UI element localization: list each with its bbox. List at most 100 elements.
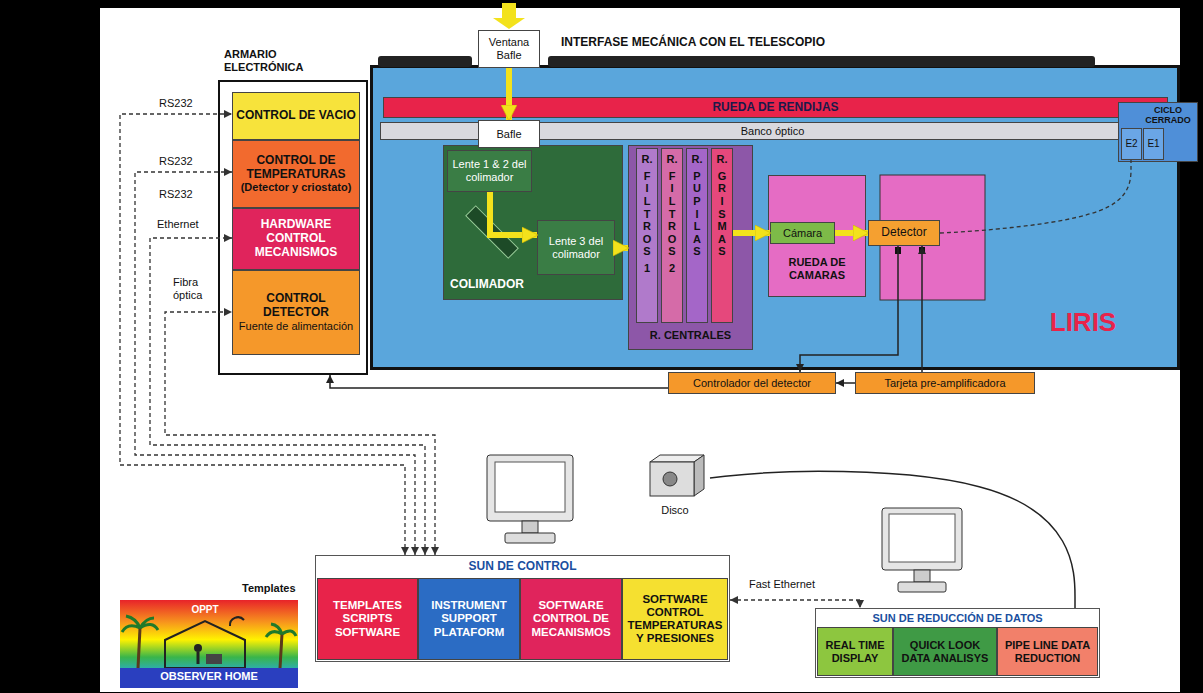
- column-letter: R: [662, 220, 682, 233]
- node-label: QUICK LOOK DATA ANALISYS: [894, 639, 996, 664]
- software-box: QUICK LOOK DATA ANALISYS: [893, 627, 997, 676]
- light-path-arrow: [835, 230, 868, 236]
- node-label: SUN DE CONTROL: [316, 560, 729, 574]
- column-letter: [712, 166, 732, 170]
- disk-node: Disco: [640, 455, 710, 517]
- column-letter: O: [662, 233, 682, 246]
- column-letter: L: [637, 195, 657, 208]
- node-label: RUEDA DE RENDIJAS: [710, 101, 840, 115]
- signal-link: [730, 600, 860, 608]
- column-letter: T: [637, 208, 657, 221]
- signal-link: [120, 114, 405, 555]
- edge-label: Fast Ethernet: [748, 578, 816, 591]
- node-label: OPPT: [180, 604, 230, 616]
- node-label: REAL TIME DISPLAY: [818, 639, 892, 664]
- software-box: SOFTWARE CONTROL TEMPERATURAS Y PRESIONE…: [622, 578, 728, 660]
- palm-leaves: [122, 616, 158, 632]
- node-label: CONTROL DETECTOR: [233, 292, 359, 320]
- interface-label: INTERFASE MECÁNICA CON EL TELESCOPIO: [560, 36, 826, 50]
- column-letter: A: [687, 233, 707, 246]
- monitor-case: [882, 508, 962, 570]
- light-beam-arrow: [493, 3, 525, 29]
- palm-leaves: [266, 624, 296, 637]
- node-label: R. PUPILAS: [687, 153, 707, 258]
- cable-link: [800, 246, 898, 372]
- monitor-stand: [522, 521, 538, 533]
- wheel-column: R. GRISMAS: [711, 148, 733, 323]
- column-letter: S: [687, 245, 707, 258]
- node-label: TEMPLATES SCRIPTS SOFTWARE: [318, 599, 417, 639]
- disk-side: [694, 455, 704, 496]
- node-label: R. CENTRALES: [629, 329, 752, 342]
- cable-link: [710, 471, 1075, 608]
- cabinet-box: ARMARIO ELECTRÓNICACONTROL DE VACIOCONTR…: [218, 80, 368, 375]
- collimator-mirror: [466, 206, 518, 258]
- node-label: Cámara: [781, 227, 824, 240]
- column-letter: S: [712, 245, 732, 258]
- instrument-box: LIRISRUEDA DE RENDIJASBafleBanco ópticoC…: [370, 65, 1180, 370]
- name-band: [120, 668, 298, 688]
- observer-home-picture: [120, 600, 298, 688]
- column-letter: P: [687, 195, 707, 208]
- cable-link: [921, 246, 923, 372]
- column-letter: R: [712, 182, 732, 195]
- software-box: SOFTWARE CONTROL DE MECANISMOS: [520, 578, 622, 660]
- beam-shaft: [502, 3, 516, 19]
- wheel-column: R. FILTROS 1: [636, 148, 658, 323]
- palm-trunk: [280, 634, 282, 668]
- column-letter: F: [662, 170, 682, 183]
- white-panel: [100, 8, 1180, 692]
- monitor-base: [505, 533, 555, 543]
- column-letter: R.: [637, 153, 657, 166]
- column-letter: [662, 258, 682, 262]
- window-box: VentanaBafle: [478, 30, 540, 68]
- camera-wheel-box: RUEDA DE CAMARAS Cámara: [768, 175, 866, 297]
- node-label: SUN DE REDUCCIÓN DE DATOS: [816, 612, 1099, 625]
- node-label: Detector: [879, 226, 928, 240]
- light-path-arrow: [733, 230, 770, 236]
- node-label: RUEDA DE CAMARAS: [771, 256, 863, 281]
- node-label: (Detector y criostato): [239, 181, 354, 194]
- node-label: PIPE LINE DATA REDUCTION: [998, 639, 1097, 664]
- column-letter: [637, 258, 657, 262]
- workstation-monitor: [882, 508, 962, 592]
- link-label: Ethernet: [156, 218, 200, 231]
- signal-link: [940, 160, 1131, 233]
- computer-box: SUN DE REDUCCIÓN DE DATOS REAL TIME DISPL…: [815, 608, 1100, 678]
- disk-icon: [650, 455, 704, 496]
- disk-front: [650, 462, 694, 496]
- node-label: SOFTWARE CONTROL TEMPERATURAS Y PRESIONE…: [623, 593, 727, 646]
- control-box: HARDWARE CONTROL MECANISMOS: [232, 208, 360, 270]
- software-box: TEMPLATES SCRIPTS SOFTWARE: [317, 578, 418, 660]
- node-label: Bafle: [494, 49, 523, 62]
- column-letter: R.: [687, 153, 707, 166]
- node-label: LIRIS: [1038, 308, 1128, 338]
- signal-link: [165, 312, 435, 555]
- beam-head: [493, 18, 525, 29]
- link-label: Fibra óptica: [172, 276, 218, 301]
- computer-box: SUN DE CONTROL TEMPLATES SCRIPTS SOFTWARE…: [315, 555, 730, 662]
- node-label: E2: [1123, 138, 1139, 150]
- column-letter: R.: [662, 153, 682, 166]
- camera-box: Cámara: [770, 222, 835, 244]
- control-box: CONTROL DETECTORFuente de alimentación: [232, 270, 360, 355]
- node-label: Lente 1 & 2 del colimador: [448, 158, 531, 183]
- lens-box: Lente 1 & 2 del colimador: [447, 150, 532, 192]
- observer-body: [197, 652, 200, 664]
- dish-antenna: [230, 617, 244, 626]
- column-letter: 2: [662, 262, 682, 275]
- column-letter: [662, 166, 682, 170]
- cable-link: [330, 375, 668, 388]
- signal-link: [150, 238, 425, 555]
- node-label: Bafle: [494, 128, 523, 141]
- picture-node: TemplatesOPPTOBSERVER HOME: [118, 582, 300, 688]
- cable-link: [836, 382, 855, 384]
- node-label: Templates: [242, 582, 300, 595]
- node-label: Tarjeta pre-amplificadora: [882, 377, 1007, 390]
- node-label: CONTROL DE VACIO: [234, 109, 358, 123]
- signal-link: [135, 172, 415, 555]
- node-label: Lente 3 del colimador: [538, 235, 614, 260]
- collimator-box: COLIMADORLente 1 & 2 del colimadorLente …: [443, 145, 623, 300]
- control-box: CONTROL DE VACIO: [232, 92, 360, 140]
- column-letter: M: [712, 220, 732, 233]
